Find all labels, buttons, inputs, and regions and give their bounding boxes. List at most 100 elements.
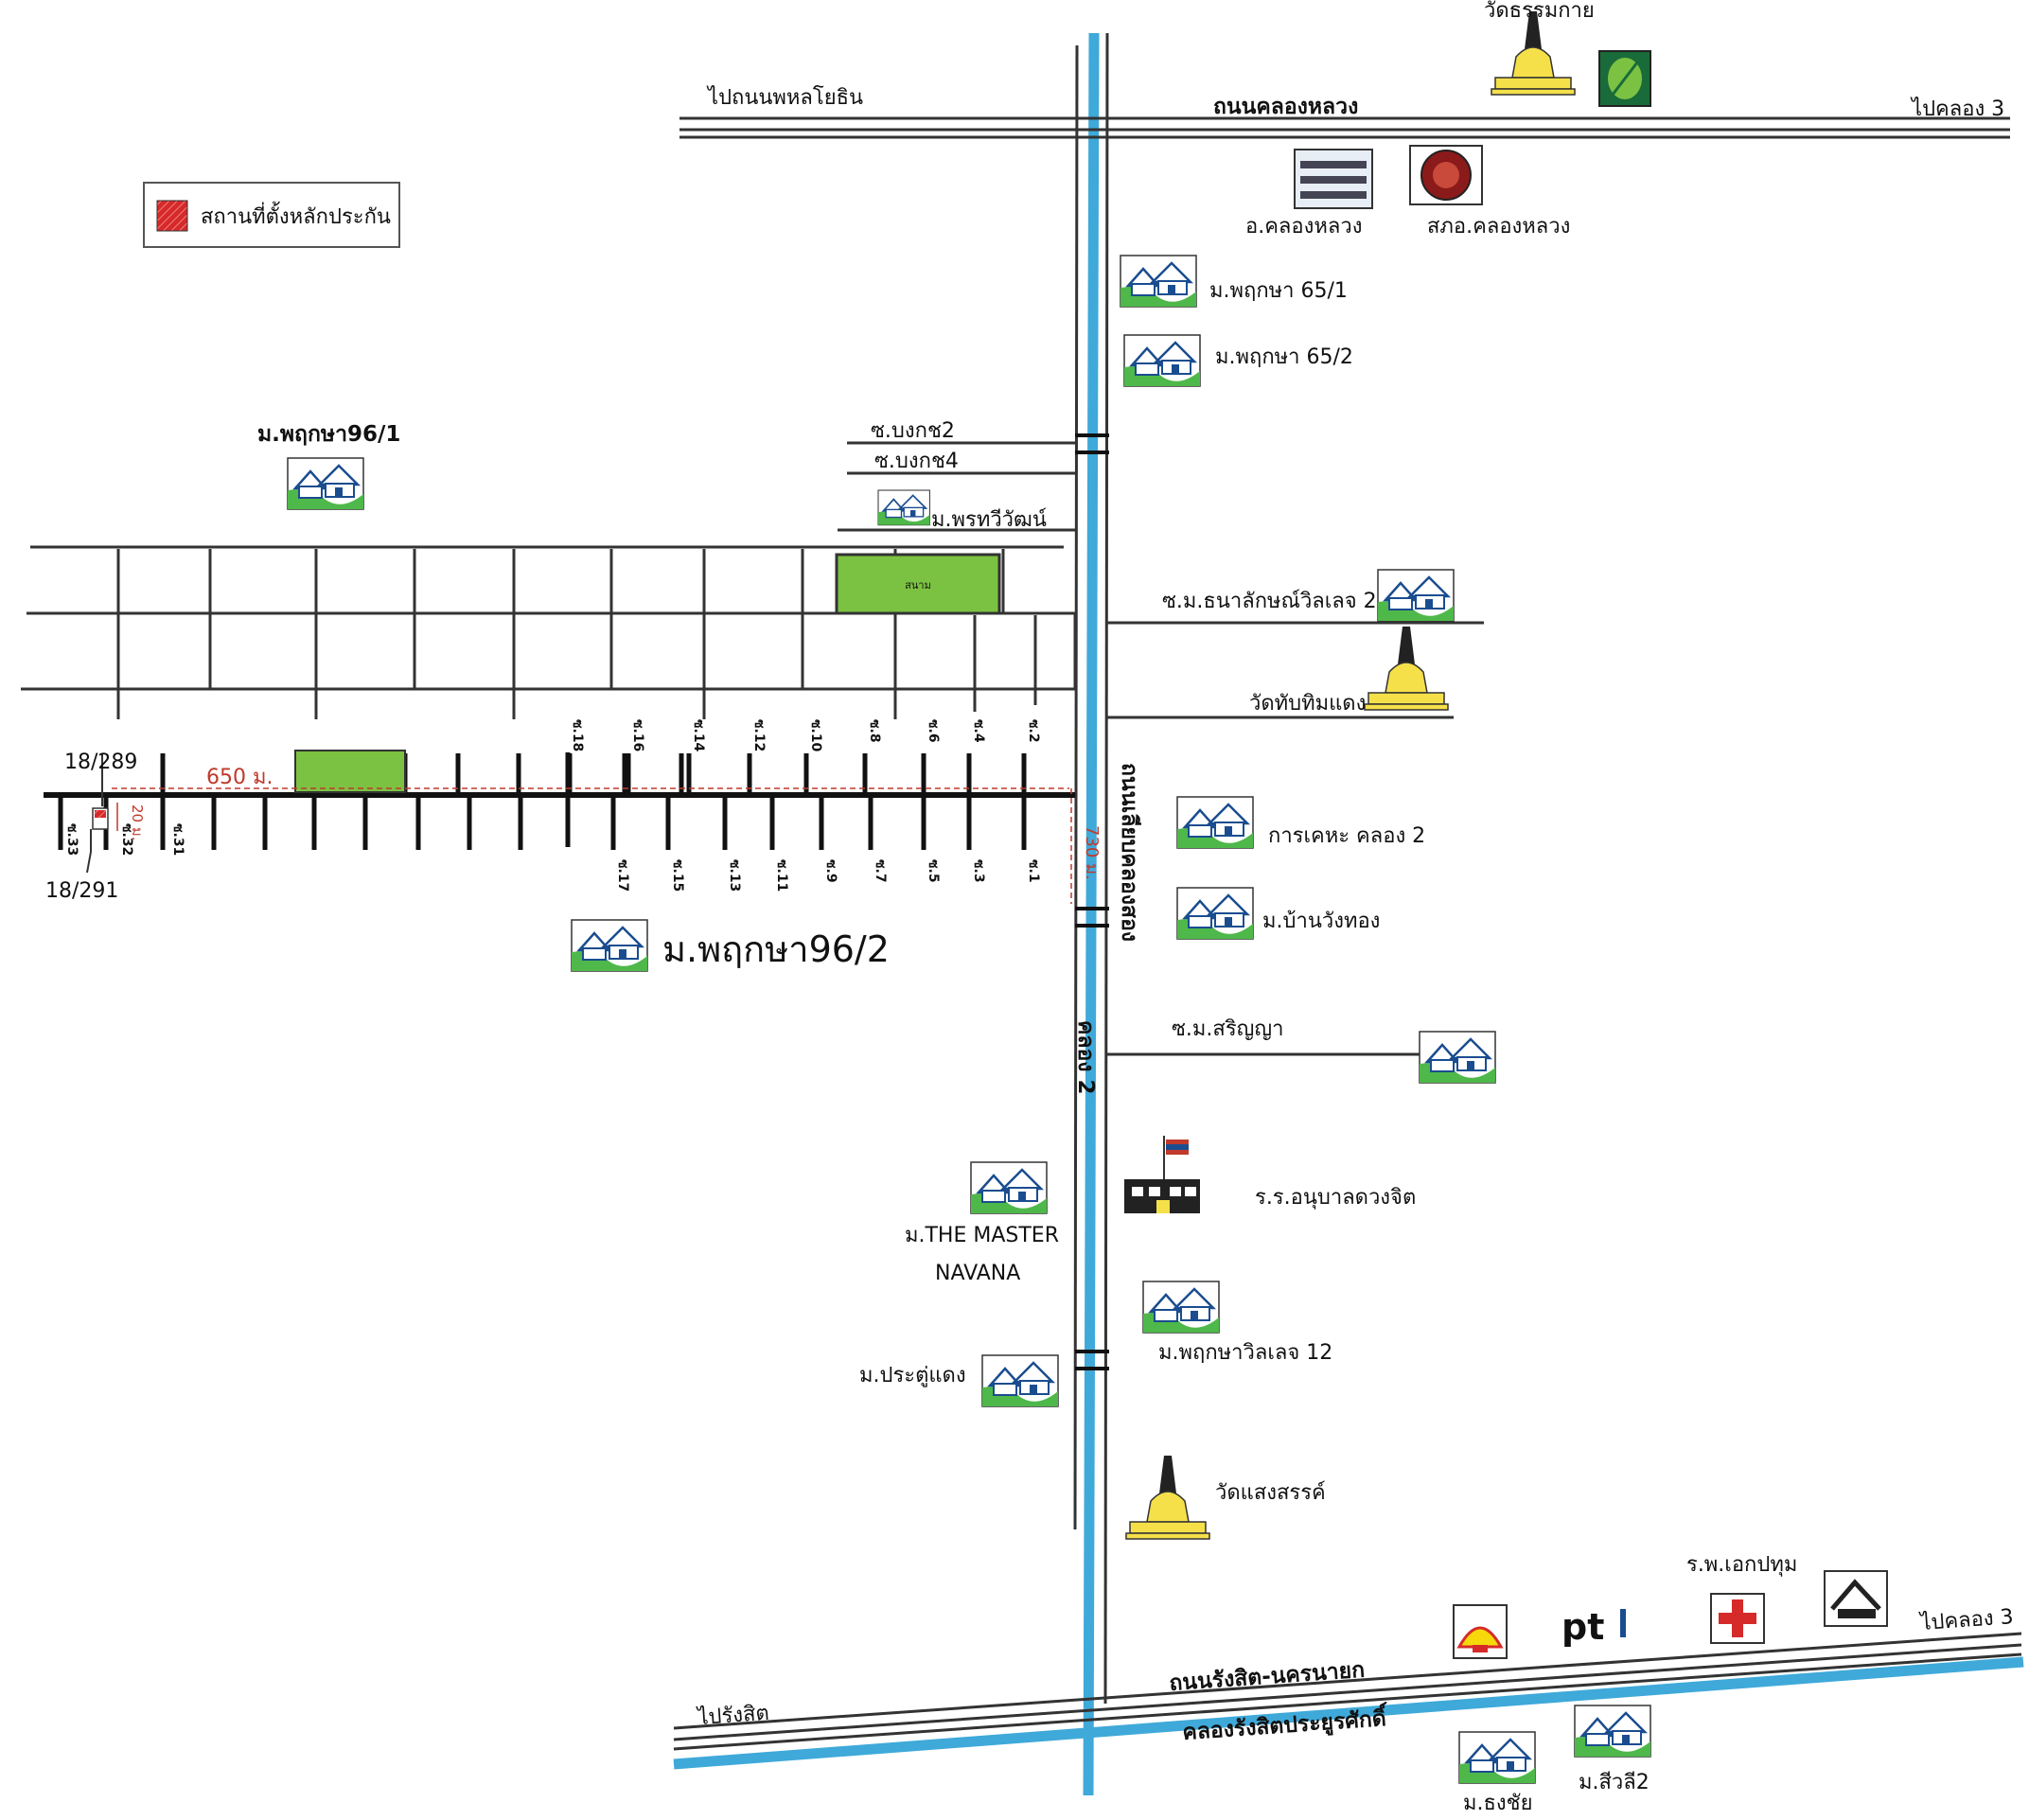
plot-number-a: 18/289 — [64, 751, 137, 774]
police-label: สภอ.คลองหลวง — [1427, 215, 1570, 239]
field — [835, 553, 1001, 615]
thongchai-label: ม.ธงชัย — [1463, 1792, 1533, 1815]
soi-number-label: ซ.32 — [119, 823, 134, 856]
shell-logo-icon — [1453, 1604, 1508, 1659]
distance-vertical: 730 ม. — [1070, 788, 1102, 904]
house-icon — [877, 489, 931, 526]
soi-number-label: ซ.16 — [630, 719, 645, 751]
soi-number-label: ซ.5 — [926, 859, 941, 883]
siwalee-label: ม.สีวลี2 — [1579, 1771, 1650, 1794]
pagoda-icon — [1364, 626, 1449, 711]
master-navana-label-2: NAVANA — [935, 1262, 1020, 1285]
house-icon — [1376, 568, 1456, 623]
road-bottom-name: ถนนรังสิต-นครนายก — [1169, 1658, 1366, 1696]
master-navana-label-1: ม.THE MASTER — [905, 1224, 1059, 1247]
pratu-daeng-label: ม.ประตู่แดง — [859, 1364, 966, 1387]
soi-number-label: ซ.4 — [971, 719, 986, 743]
road-khlong-luang — [679, 116, 2010, 139]
soi-number-label: ซ.9 — [823, 859, 838, 883]
soi-bongkot4-label: ซ.บงกช4 — [874, 450, 959, 473]
housing-authority-label: การเคหะ คลอง 2 — [1268, 824, 1425, 848]
soi-sarinya-label: ซ.ม.สริญญา — [1172, 1017, 1284, 1041]
pruksa-village-12-label: ม.พฤกษาวิลเลจ 12 — [1158, 1341, 1332, 1365]
ban-wangthong-label: ม.บ้านวังทอง — [1262, 910, 1380, 933]
canal-rangsit — [673, 1656, 2024, 1770]
leaf-bank-icon — [1598, 50, 1651, 107]
property-marker — [95, 810, 106, 818]
pruksa-65-1-label: ม.พฤกษา 65/1 — [1209, 279, 1348, 303]
soi-number-label: ซ.12 — [751, 719, 767, 751]
police-seal-icon — [1409, 145, 1483, 205]
distance-short: 20 ม. — [116, 803, 146, 841]
wat-thapthim-label: วัดทับทิมแดง — [1249, 692, 1366, 716]
soi-bongkot2-label: ซ.บงกช2 — [871, 419, 955, 443]
canal-bottom-name: คลองรังสิตประยูรศักดิ์ — [1181, 1702, 1389, 1746]
road-top-name: ถนนคลองหลวง — [1213, 95, 1358, 119]
soi-number-label: ซ.33 — [64, 823, 79, 856]
wat-dhammakaya-label: วัดธรรมกาย — [1484, 0, 1595, 23]
property-location: 18/289 18/291 — [45, 751, 137, 903]
soi-number-label: ซ.1 — [1026, 859, 1041, 883]
house-icon — [1141, 1280, 1221, 1334]
soi-number-label: ซ.8 — [867, 719, 882, 743]
house-icon — [570, 918, 649, 973]
house-icon — [1175, 886, 1255, 941]
house-icon — [1573, 1704, 1652, 1758]
hospital-label: ร.พ.เอกปทุม — [1686, 1553, 1797, 1577]
district-office-label: อ.คลองหลวง — [1245, 215, 1362, 239]
soi-number-label: ซ.2 — [1026, 719, 1041, 743]
distance-horizontal: 650 ม. — [112, 766, 1069, 789]
school-flag-icon — [1124, 1136, 1200, 1213]
house-icon — [286, 456, 365, 511]
house-icon — [1457, 1730, 1537, 1785]
legend-label: สถานที่ตั้งหลักประกัน — [201, 202, 391, 229]
house-icon — [1119, 254, 1198, 309]
soi-labels-left: ซ.33 ซ.32 ซ.31 — [64, 823, 185, 856]
canal-khlong-2 — [1083, 32, 1100, 1796]
house-icon — [980, 1353, 1060, 1408]
soi-number-label: ซ.10 — [808, 719, 823, 752]
pagoda-icon — [1491, 10, 1576, 96]
house-icon — [1175, 795, 1255, 850]
pagoda-icon — [1125, 1455, 1210, 1540]
canal-vertical-name: คลอง 2 — [1073, 1020, 1098, 1095]
house-icon — [1122, 333, 1202, 388]
pruksa-96-1-label: ม.พฤกษา96/1 — [257, 422, 400, 447]
pruksa-96-2-label: ม.พฤกษา96/2 — [662, 928, 890, 970]
field-label: สนาม — [905, 579, 931, 592]
property-legend-swatch — [156, 200, 188, 232]
road-bottom-right: ไปคลอง 3 — [1918, 1604, 2015, 1635]
school-label: ร.ร.อนุบาลดวงจิต — [1255, 1186, 1416, 1210]
pruksa-96-2-block — [294, 750, 406, 793]
soi-number-label: ซ.11 — [774, 859, 789, 892]
road-rangsit-nakhon-nayok — [673, 1632, 2022, 1751]
numbered-sois-bottom — [610, 795, 1027, 850]
road-bottom-left: ไปรังสิต — [696, 1701, 770, 1730]
svg-text:pt: pt — [1561, 1606, 1604, 1648]
house-icon — [969, 1160, 1049, 1215]
phonthawiwat-label: ม.พรทวีวัฒน์ — [931, 508, 1047, 532]
red-cross-icon — [1710, 1593, 1765, 1644]
soi-number-label: ซ.17 — [615, 859, 630, 892]
office-building-icon — [1294, 149, 1373, 209]
soi-number-label: ซ.18 — [570, 719, 585, 751]
svg-text:730 ม.: 730 ม. — [1082, 825, 1102, 880]
building-logo-icon — [1824, 1570, 1888, 1627]
soi-number-label: ซ.3 — [971, 859, 986, 883]
svg-text:650 ม.: 650 ม. — [206, 766, 273, 789]
thanalak-label: ซ.ม.ธนาลักษณ์วิลเลจ 2 — [1162, 590, 1377, 613]
svg-text:20 ม.: 20 ม. — [129, 804, 146, 841]
wat-saengsan-label: วัดแสงสรรค์ — [1215, 1481, 1326, 1505]
ptt-logo-icon: pt — [1560, 1606, 1633, 1648]
soi-number-label: ซ.31 — [170, 823, 185, 856]
soi-right — [1107, 621, 1484, 1056]
legend: สถานที่ตั้งหลักประกัน — [143, 182, 400, 248]
soi-number-label: ซ.15 — [670, 859, 685, 892]
pruksa-65-2-label: ม.พฤกษา 65/2 — [1215, 345, 1353, 369]
road-top-right: ไปคลอง 3 — [1910, 97, 2004, 121]
house-icon — [1418, 1030, 1497, 1085]
road-top-left: ไปถนนพหลโยธิน — [706, 85, 863, 110]
